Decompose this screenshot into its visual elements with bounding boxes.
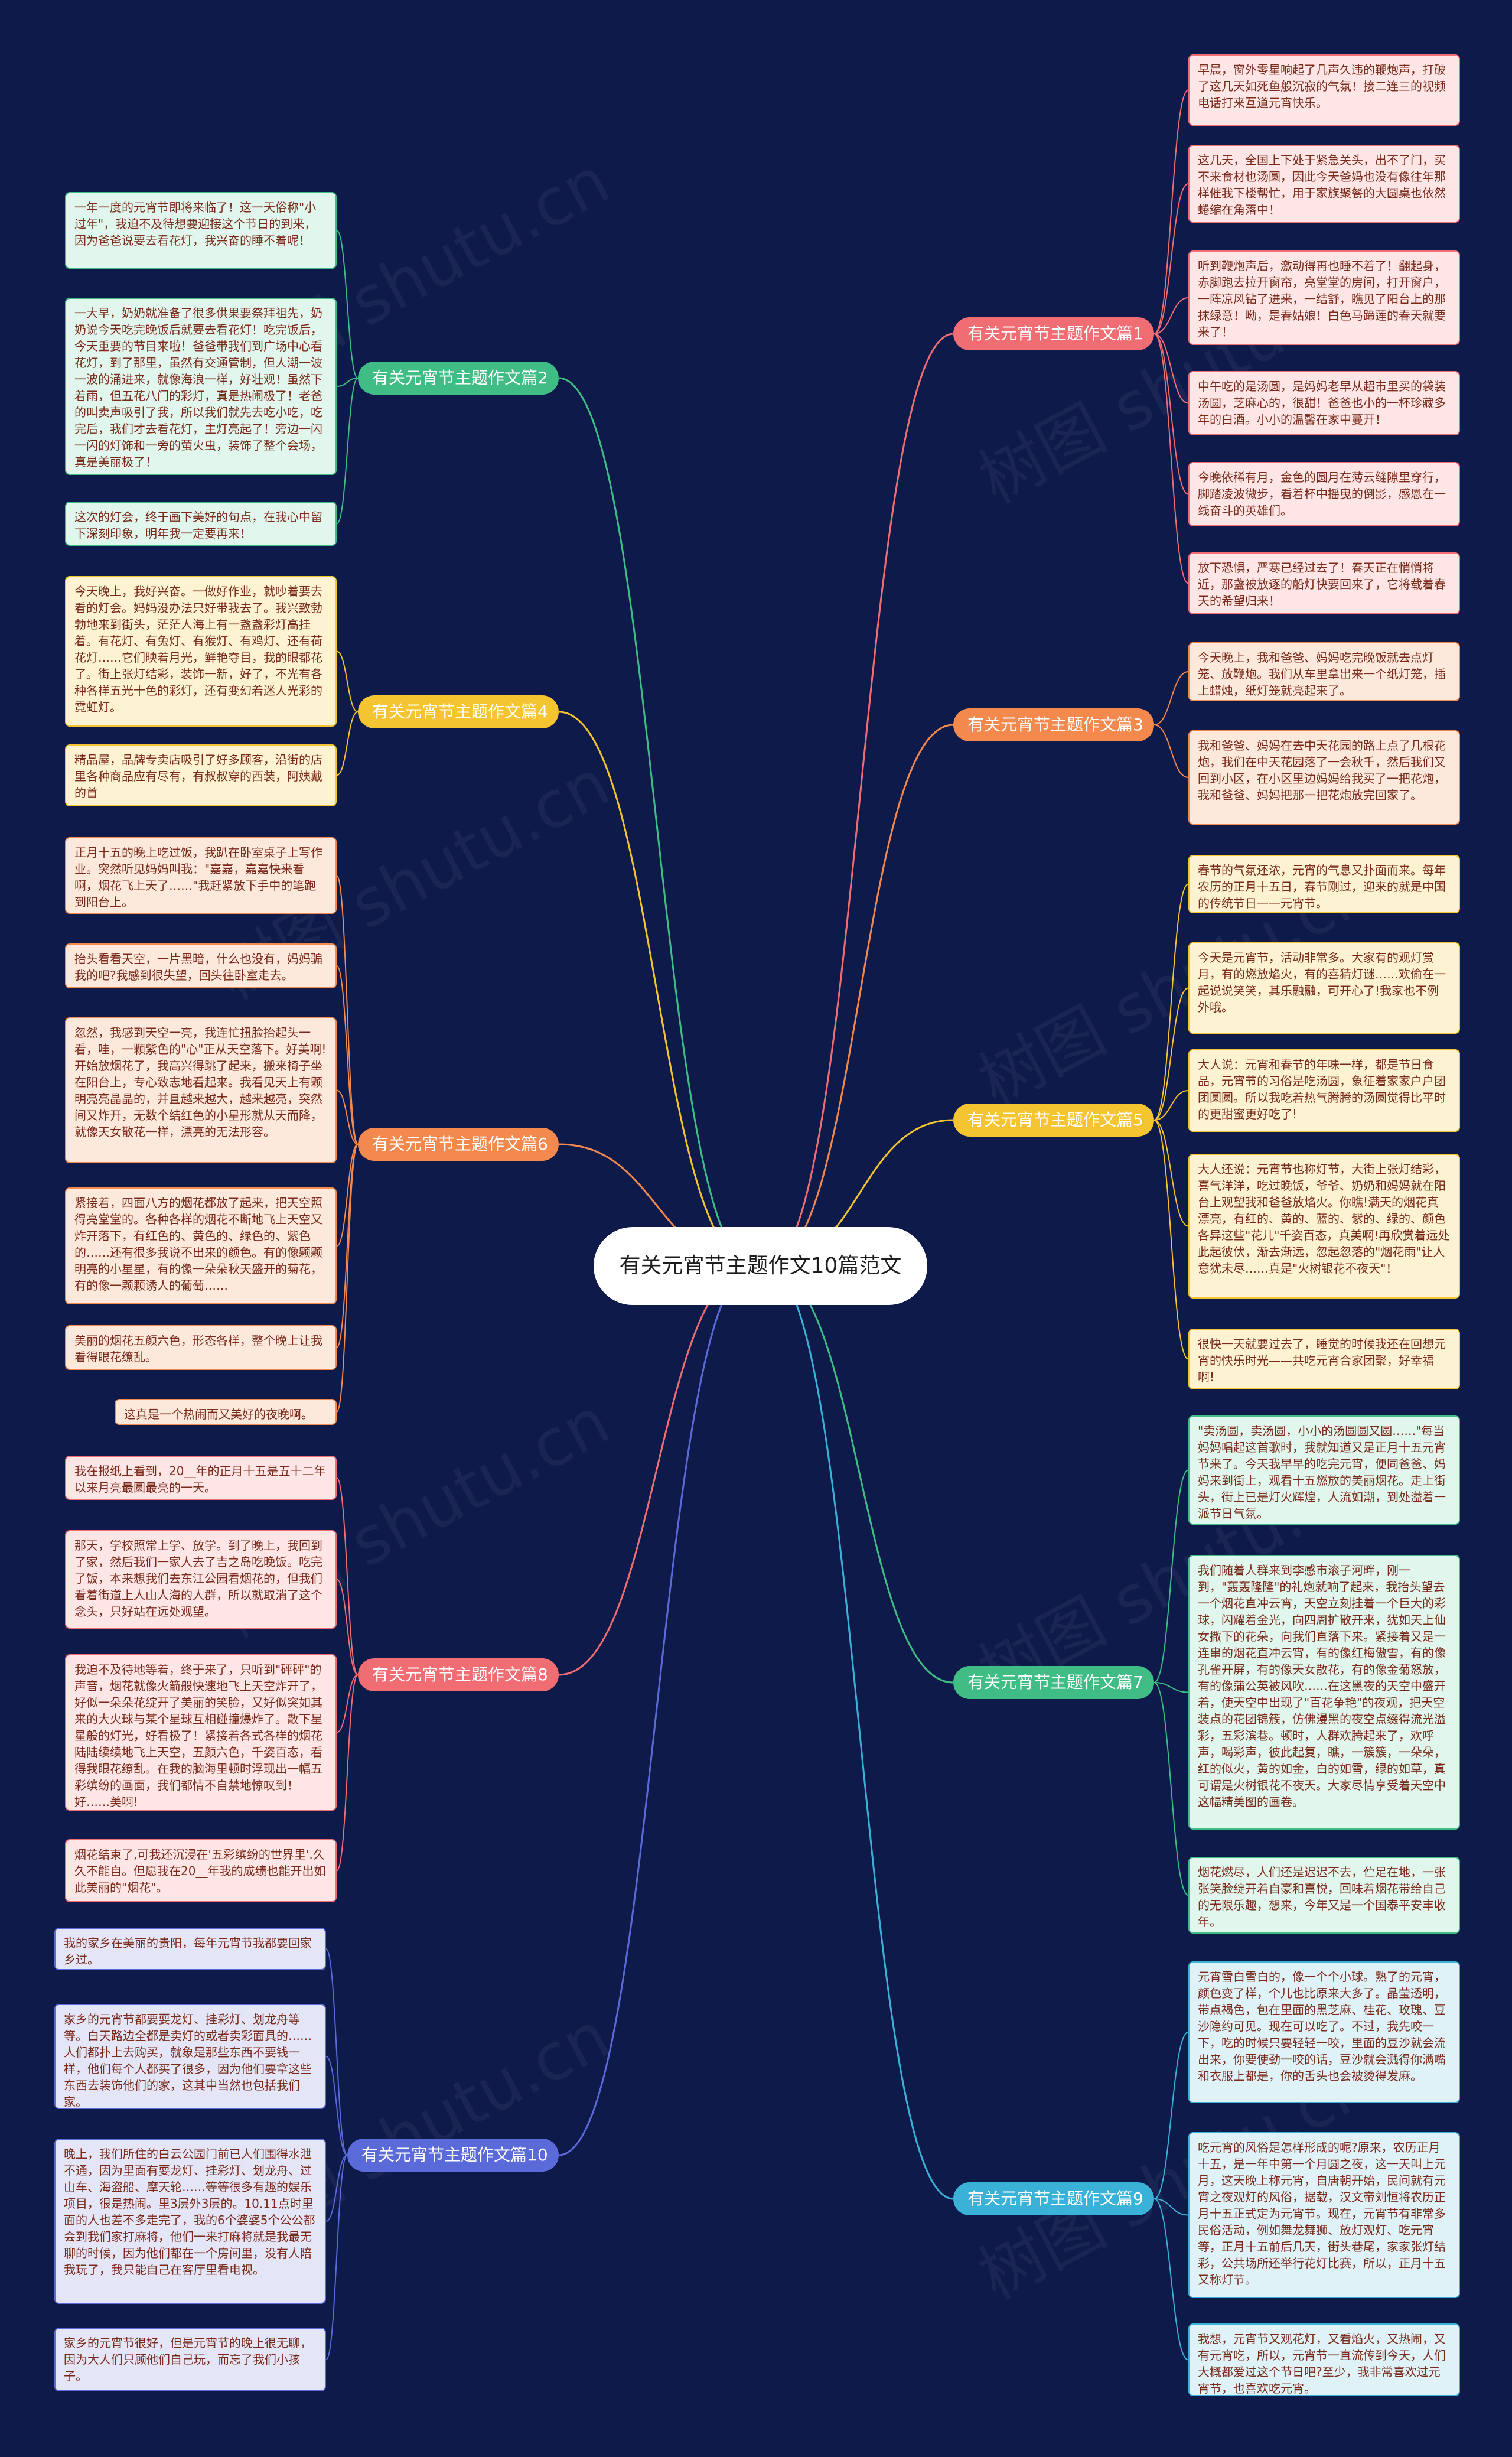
branch-node-1[interactable]: 有关元宵节主题作文篇1 [953,317,1154,350]
branch-1-leaf-text: 放下恐惧，严寒已经过去了！春天正在悄悄将近，那盏被放逐的船灯快要回来了，它将载着… [1188,552,1460,614]
connector-line [336,230,359,379]
branch-5-leaf-text: 大人说：元宵和春节的年味一样，都是节日食品，元宵节的习俗是吃汤圆，象征着家家户户… [1188,1049,1460,1132]
branch-8-leaf-text: 那天，学校照常上学、放学。到了晚上，我回到了家，然后我们一家人去了吉之岛吃晚饭。… [65,1530,337,1629]
connector-line [325,2056,348,2156]
branch-node-4[interactable]: 有关元宵节主题作文篇4 [358,695,559,728]
connector-line [1153,183,1189,334]
connector-line [1153,1469,1189,1683]
connector-line [1153,333,1189,404]
connector-line [325,2155,348,2360]
branch-9-leaf-text: 我想，元宵节又观花灯，又看焰火，又热闹，又有元宵吃，所以，元宵节一直流传到今天，… [1188,2323,1460,2396]
branch-10-leaf-text: 家乡的元宵节都要耍龙灯、挂彩灯、划龙舟等等。白天路边全都是卖灯的或者卖彩面具的…… [54,2004,326,2109]
branch-6-leaf-text: 这真是一个热闹而又美好的夜晚啊。 [115,1399,337,1425]
branch-6-leaf-text: 紧接着，四面八方的烟花都放了起来，把天空照得亮堂堂的。各种各样的烟花不断地飞上天… [65,1187,337,1304]
connector-line [336,1477,359,1675]
connector-line [1153,671,1189,725]
connector-line [1153,2198,1189,2216]
branch-6-leaf-text: 正月十五的晚上吃过饭，我趴在卧室桌子上写作业。突然听见妈妈叫我："嘉嘉，嘉嘉快来… [65,837,337,914]
branch-4-leaf-text: 精品屋，品牌专卖店吸引了好多顾客，沿街的店里各种商品应有尽有，有叔叔穿的西装，阿… [65,744,337,806]
branch-3-leaf-text: 今天晚上，我和爸爸、妈妈吃完晚饭就去点灯笼、放鞭炮。我们从车里拿出来一个纸灯笼，… [1188,642,1460,701]
connector-line [1153,883,1189,1121]
connector-line [336,1144,359,1247]
connector-line [1153,2198,1189,2361]
branch-2-leaf-text: 一大早，奶奶就准备了很多供果要祭拜祖先，奶奶说今天吃完晚饭后就要去看花灯！吃完饭… [65,298,337,475]
branch-4-leaf-text: 今天晚上，我好兴奋。一做好作业，就吵着要去看的灯会。妈妈没办法只好带我去了。我兴… [65,576,337,727]
branch-node-2[interactable]: 有关元宵节主题作文篇2 [358,362,559,395]
connector-line [336,875,359,1145]
connector-line [765,1265,954,2200]
branch-10-leaf-text: 晚上，我们所住的白云公园门前已人们围得水泄不通，因为里面有耍龙灯、挂彩灯、划龙舟… [54,2139,326,2304]
branch-7-leaf-text: 我们随着人群来到李感市滚子河畔，刚一到，"轰轰隆隆"的礼炮就响了起来，我抬头望去… [1188,1555,1460,1830]
connector-line [336,1089,359,1145]
connector-line [1153,724,1189,778]
connector-line [336,378,359,525]
connector-line [336,965,359,1145]
branch-1-leaf-text: 听到鞭炮声后，激动得再也睡不着了！翻起身，赤脚跑去拉开窗帘，亮堂堂的房间，打开窗… [1188,250,1460,345]
connector-line [1153,333,1189,584]
branch-8-leaf-text: 我在报纸上看到，20__年的正月十五是五十二年以来月亮最圆最亮的一天。 [65,1456,337,1500]
connector-line [765,333,954,1267]
branch-node-7[interactable]: 有关元宵节主题作文篇7 [953,1666,1154,1699]
connector-line [336,711,359,776]
branch-7-leaf-text: "卖汤圆，卖汤圆，小小的汤圆圆又圆……"每当妈妈唱起这首歌时，我就知道又是正月十… [1188,1415,1460,1525]
branch-6-leaf-text: 抬头看看天空，一片黑暗，什么也没有，妈妈骗我的吧?我感到很失望，回头往卧室走去。 [65,943,337,988]
connector-line [1153,1120,1189,1227]
connector-line [558,1265,755,2156]
connector-line [336,378,359,387]
branch-3-leaf-text: 我和爸爸、妈妈在去中天花园的路上点了几根花炮，我们在中天花园落了一会秋千，然后我… [1188,730,1460,825]
branch-5-leaf-text: 大人还说：元宵节也称灯节，大街上张灯结彩，喜气洋洋，吃过晚饭，爷爷、奶奶和妈妈就… [1188,1154,1460,1299]
branch-node-8[interactable]: 有关元宵节主题作文篇8 [358,1658,559,1691]
connector-line [336,1674,359,1733]
connector-line [325,1948,348,2156]
branch-2-leaf-text: 一年一度的元宵节即将来临了！这一天俗称"小过年"，我迫不及待想要迎接这个节日的到… [65,192,337,269]
branch-5-leaf-text: 很快一天就要过去了，睡觉的时候我还在回想元宵的快乐时光——共吃元宵合家团聚，好幸… [1188,1329,1460,1389]
branch-6-leaf-text: 美丽的烟花五颜六色，形态各样，整个晚上让我看得眼花缭乱。 [65,1325,337,1370]
connector-line [1153,1682,1189,1896]
branch-node-9[interactable]: 有关元宵节主题作文篇9 [953,2182,1154,2215]
connector-line [1153,987,1189,1121]
branch-7-leaf-text: 烟花燃尽，人们还是迟迟不去，伫足在地，一张张笑脸绽开着自豪和喜悦，回味着烟花带给… [1188,1857,1460,1934]
branch-1-leaf-text: 这几天，全国上下处于紧急关头，出不了门，买不来食材也汤圆，因此今天爸妈也没有像往… [1188,145,1460,223]
connector-line [336,1144,359,1348]
connector-line [1153,1682,1189,1693]
root-node[interactable]: 有关元宵节主题作文10篇范文 [594,1227,927,1305]
branch-1-leaf-text: 今晚依稀有月，金色的圆月在薄云缝隙里穿行，脚踏凌波微步，看着杯中摇曳的倒影，感恩… [1188,462,1460,526]
connector-line [336,650,359,712]
connector-line [558,711,755,1267]
connector-line [1153,1120,1189,1360]
branch-1-leaf-text: 早晨，窗外零星响起了几声久违的鞭炮声，打破了这几天如死鱼般沉寂的气氛！接二连三的… [1188,54,1460,126]
connector-line [558,377,755,1267]
connector-line [1153,2032,1189,2199]
connector-line [336,1674,359,1872]
connector-line [558,1265,755,1676]
connector-line [1153,297,1189,334]
connector-line [1153,333,1189,495]
branch-10-leaf-text: 我的家乡在美丽的贵阳，每年元宵节我都要回家乡过。 [54,1928,326,1970]
branch-node-6[interactable]: 有关元宵节主题作文篇6 [358,1128,559,1161]
connector-line [1153,89,1189,334]
branch-node-10[interactable]: 有关元宵节主题作文篇10 [347,2139,559,2172]
branch-node-3[interactable]: 有关元宵节主题作文篇3 [953,708,1154,741]
branch-5-leaf-text: 今天是元宵节，活动非常多。大家有的观灯赏月，有的燃放焰火，有的喜猜灯谜……欢偷在… [1188,942,1460,1034]
connector-line [325,2155,348,2222]
branch-10-leaf-text: 家乡的元宵节很好，但是元宵节的晚上很无聊，因为大人们只顾他们自己玩，而忘了我们小… [54,2328,326,2391]
connector-line [765,1265,954,1684]
connector-line [1153,1090,1189,1121]
branch-5-leaf-text: 春节的气氛还浓，元宵的气息又扑面而来。每年农历的正月十五日，春节刚过，迎来的就是… [1188,855,1460,913]
branch-1-leaf-text: 中午吃的是汤圆，是妈妈老早从超市里买的袋装汤圆，芝麻心的，很甜！爸爸也小的一杯珍… [1188,371,1460,435]
connector-line [336,1579,359,1675]
branch-9-leaf-text: 元宵雪白雪白的，像一个个小球。熟了的元宵，颜色变了样，个儿也比原来大多了。晶莹透… [1188,1961,1460,2103]
branch-2-leaf-text: 这次的灯会，终于画下美好的句点，在我心中留下深刻印象，明年我一定要再来！ [65,502,337,546]
branch-node-5[interactable]: 有关元宵节主题作文篇5 [953,1104,1154,1137]
branch-9-leaf-text: 吃元宵的风俗是怎样形成的呢?原来，农历正月十五，是一年中第一个月圆之夜，这一天叫… [1188,2132,1460,2298]
branch-8-leaf-text: 我迫不及待地等着，终于来了，只听到"砰砰"的声音，烟花就像火箭般快速地飞上天空炸… [65,1654,337,1811]
branch-8-leaf-text: 烟花结束了,可我还沉浸在'五彩缤纷的世界里'.久久不能自。但愿我在20__年我的… [65,1839,337,1902]
connector-line [336,1144,359,1413]
branch-6-leaf-text: 忽然，我感到天空一亮，我连忙扭脸抬起头一看，哇，一颗紫色的"心"正从天空落下。好… [65,1017,337,1163]
